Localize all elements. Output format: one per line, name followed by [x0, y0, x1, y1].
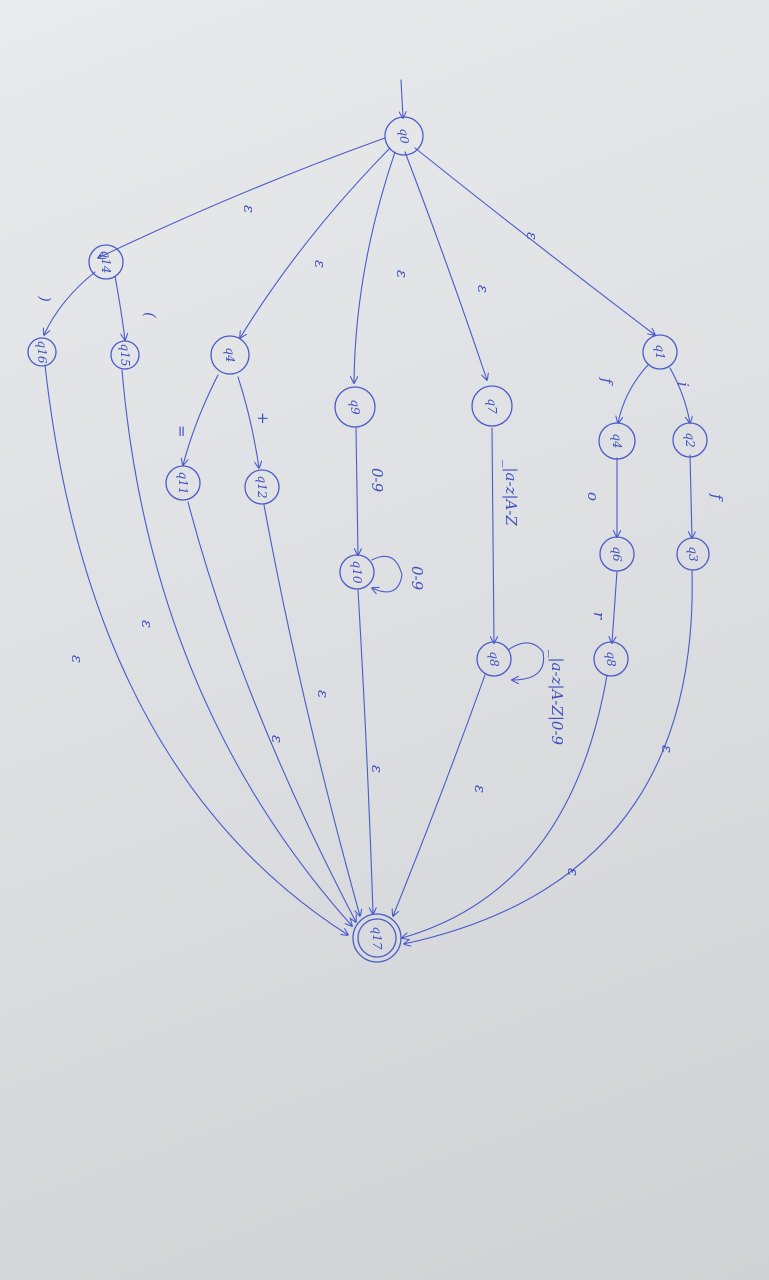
- edge-q0-q7: [404, 151, 487, 380]
- edge-q16-q17: [44, 364, 348, 935]
- state-q10: q10: [339, 554, 375, 590]
- svg-text:q15: q15: [118, 344, 132, 367]
- label-q15-q17: ε: [138, 620, 156, 628]
- svg-text:q11: q11: [176, 472, 190, 495]
- edge-q12-q17: [263, 504, 360, 916]
- edge-q9-q10: [356, 427, 358, 555]
- label-q7-q8: _|a-z|A-Z: [502, 460, 520, 526]
- edge-q7-q8: [492, 427, 494, 643]
- state-q6: q6: [599, 536, 635, 572]
- edge-q4-q11: [183, 374, 219, 465]
- edge-q8-q17: [393, 674, 486, 916]
- svg-text:q0: q0: [397, 128, 411, 144]
- state-q17-accepting: q17: [352, 913, 402, 963]
- state-q3: q3: [676, 537, 710, 571]
- state-q4-left: q4: [210, 335, 250, 375]
- label-q10-loop: 0-9: [408, 566, 426, 591]
- state-q7: q7: [471, 385, 513, 427]
- label-q8r-q17: ε: [564, 868, 582, 876]
- svg-text:q9: q9: [348, 399, 362, 415]
- label-q8-loop: _|a-z|A-Z|0-9: [548, 650, 566, 746]
- label-q8-q17: ε: [471, 785, 489, 793]
- svg-text:q1: q1: [653, 344, 667, 359]
- svg-text:q7: q7: [485, 398, 499, 414]
- state-q12: q12: [244, 469, 280, 505]
- label-q16-q17: ε: [68, 655, 86, 663]
- start-arrow: [401, 79, 403, 118]
- label-q2-q3: f: [708, 493, 726, 502]
- svg-text:q6: q6: [610, 546, 624, 562]
- edge-labels: ε ε ε ε ε i f f o r _|a-z|A-Z _|a-z|A-Z|…: [36, 205, 726, 876]
- svg-text:q8: q8: [604, 651, 618, 667]
- state-q11: q11: [165, 465, 201, 501]
- label-q9-q10: 0-9: [368, 468, 386, 493]
- state-q1: q1: [642, 334, 678, 370]
- edge-q11-q17: [187, 501, 356, 922]
- edge-q6-q8r: [612, 570, 618, 643]
- svg-text:q12: q12: [255, 476, 269, 499]
- loop-q8: [507, 642, 545, 680]
- state-q15: q15: [110, 340, 140, 370]
- label-q4-q6: o: [584, 492, 602, 501]
- label-q11-q17: ε: [268, 735, 286, 743]
- label-q0-q14: ε: [240, 205, 258, 213]
- label-q0-q7: ε: [474, 285, 492, 293]
- label-q4-q12: +: [254, 412, 272, 425]
- state-q0: q0: [384, 116, 424, 156]
- label-q6-q8: r: [590, 612, 608, 620]
- svg-text:q3: q3: [686, 546, 700, 562]
- state-q2: q2: [672, 422, 708, 458]
- svg-text:q16: q16: [35, 341, 49, 364]
- label-q14-q15: (: [141, 312, 159, 319]
- edge-q15-q17: [121, 369, 352, 926]
- edge-q4-q12: [237, 376, 259, 468]
- state-q14: q14: [88, 244, 124, 280]
- svg-text:q8: q8: [487, 651, 501, 667]
- state-q4-right: q4: [598, 422, 636, 460]
- state-q8: q8: [476, 641, 512, 677]
- edge-q2-q3: [690, 454, 692, 538]
- loop-q10: [372, 555, 403, 592]
- label-q1-q2: i: [674, 382, 692, 387]
- edge-q14-q16: [44, 271, 96, 335]
- edge-q1-q4: [618, 364, 649, 423]
- label-q3-q17: ε: [658, 745, 676, 753]
- edge-q14-q15: [114, 275, 125, 340]
- edge-q8r-q17: [402, 674, 608, 938]
- label-q14-q16: ): [36, 295, 54, 302]
- edge-q10-q17: [357, 589, 373, 914]
- edge-q0-q9: [354, 151, 396, 383]
- label-q4-q11: =: [173, 425, 191, 438]
- svg-text:q4: q4: [223, 347, 237, 362]
- svg-text:q2: q2: [683, 432, 697, 447]
- label-q0-q9: ε: [393, 270, 411, 278]
- svg-text:q10: q10: [350, 561, 364, 584]
- edge-q0-q14: [98, 137, 386, 258]
- edge-q1-q2: [669, 367, 690, 423]
- edge-q0-q4: [240, 147, 391, 338]
- label-q12-q17: ε: [314, 690, 332, 698]
- label-q0-q1: ε: [523, 232, 541, 240]
- svg-text:q17: q17: [370, 927, 384, 950]
- state-q8-right: q8: [593, 641, 629, 677]
- label-q1-q4: f: [598, 377, 616, 386]
- label-q0-q4: ε: [311, 260, 329, 268]
- svg-text:q4: q4: [610, 433, 624, 448]
- state-q16: q16: [27, 337, 57, 367]
- edge-q3-q17: [404, 569, 693, 944]
- edge-q0-q1: [414, 147, 655, 335]
- state-q9: q9: [334, 386, 376, 428]
- label-q10-q17: ε: [368, 765, 386, 773]
- svg-text:q14: q14: [99, 251, 113, 274]
